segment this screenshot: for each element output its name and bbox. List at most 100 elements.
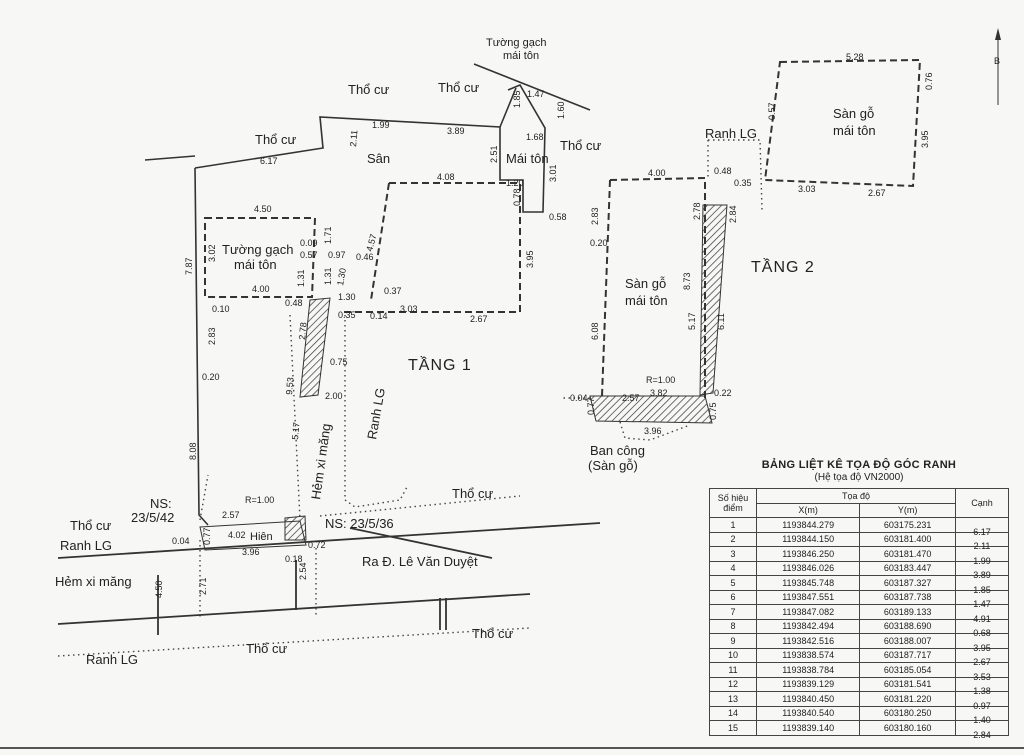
- label-tho-cu-4: Thổ cư: [560, 138, 602, 153]
- dim: 2.54: [298, 562, 308, 580]
- dim: 0.57: [767, 102, 777, 120]
- dim: 2.67: [868, 188, 886, 198]
- dim: 3.01: [548, 164, 558, 182]
- dim: 0.35: [734, 178, 752, 188]
- table-cell-y: 603180.250: [859, 705, 956, 721]
- table-cell-y: 603187.327: [859, 575, 956, 591]
- table-cell-x: 1193842.516: [755, 633, 861, 649]
- dim: 7.87: [184, 257, 194, 275]
- table-cell-x: 1193838.784: [755, 662, 861, 678]
- table-cell-edge: 2.84: [955, 720, 1009, 740]
- dim: 0.35: [338, 310, 356, 320]
- parcel-boundary: [144, 63, 591, 526]
- table-cell-id: 2: [709, 531, 757, 547]
- table-cell-edge: 1.99: [955, 546, 1009, 566]
- dim: 0.72: [308, 540, 326, 550]
- table-cell-y: 603189.133: [859, 604, 956, 620]
- table-cell-edge: 0.68: [955, 618, 1009, 638]
- table-cell-edge: 6.17: [955, 517, 1009, 537]
- label-tuong-gach: Tường gạch: [486, 37, 546, 49]
- label-tho-cu-1: Thổ cư: [348, 82, 390, 97]
- table-cell-edge: 0.97: [955, 691, 1009, 711]
- label-tho-cu-8: Thổ cư: [246, 641, 288, 656]
- dim: 2.57: [622, 393, 640, 403]
- label-ns-2: NS: 23/5/36: [325, 516, 394, 531]
- label-mai-ton: Mái tôn: [506, 151, 549, 166]
- dim: 0.97: [328, 250, 346, 260]
- table-cell-id: 14: [709, 705, 757, 721]
- label-mai-ton-inner: mái tôn: [234, 257, 277, 272]
- table-cell-y: 603183.447: [859, 560, 956, 576]
- label-san: Sân: [367, 151, 390, 166]
- dim: 5.28: [846, 52, 864, 62]
- alley-hatch: [199, 297, 331, 551]
- label-ham-xi-mang-vertical: Hẻm xi măng: [308, 422, 334, 500]
- dim: 1.85: [512, 90, 522, 108]
- dim: 1.30: [338, 292, 356, 302]
- table-cell-y: 603181.470: [859, 546, 956, 562]
- dim: 3.03: [798, 184, 816, 194]
- dim: 0.04: [172, 536, 190, 546]
- table-cell-edge: 1.85: [955, 575, 1009, 595]
- dim: 4.08: [437, 172, 455, 182]
- dim: 4.02: [228, 530, 246, 540]
- dim: 0.75: [330, 357, 348, 367]
- table-cell-x: 1193839.140: [755, 720, 861, 736]
- table-cell-x: 1193844.279: [755, 517, 861, 533]
- label-mai-ton-t2b: mái tôn: [625, 293, 668, 308]
- label-san-go-t2b: Sàn gỗ: [625, 276, 666, 291]
- dim: 0.09: [300, 238, 318, 248]
- dim: 3.95: [525, 250, 535, 268]
- table-cell-edge: 3.53: [955, 662, 1009, 682]
- dim: 0.37: [384, 286, 402, 296]
- table-cell-edge: 1.38: [955, 676, 1009, 696]
- table-cell-y: 603181.400: [859, 531, 956, 547]
- dim: 3.82: [650, 388, 668, 398]
- label-tho-cu-7: Thổ cư: [472, 626, 514, 641]
- dim: 2.67: [470, 314, 488, 324]
- dim: 1.68: [526, 132, 544, 142]
- dim: 4.00: [252, 284, 270, 294]
- table-cell-y: 603187.738: [859, 589, 956, 605]
- coord-table-subtitle: (Hệ tọa độ VN2000): [814, 472, 904, 483]
- dim: 5.17: [687, 312, 697, 330]
- dim: 2.51: [489, 145, 499, 163]
- table-cell-x: 1193838.574: [755, 647, 861, 663]
- label-ns-1: NS:: [150, 496, 172, 511]
- dim: 6.11: [716, 313, 726, 330]
- dim: 0.22: [714, 388, 732, 398]
- header-toa-do: Tọa độ: [756, 488, 956, 504]
- table-cell-x: 1193840.450: [755, 691, 861, 707]
- table-cell-x: 1193846.250: [755, 546, 861, 562]
- dim: 5.17: [290, 422, 301, 440]
- dim: 3.95: [920, 130, 930, 148]
- label-ra-duong: Ra Đ. Lê Văn Duyệt: [362, 554, 478, 569]
- floor2-outline: [601, 58, 922, 398]
- dim: 1.60: [556, 101, 566, 119]
- dim: 0.58: [549, 212, 567, 222]
- table-cell-x: 1193839.129: [755, 676, 861, 692]
- table-cell-edge: 2.11: [955, 531, 1009, 551]
- table-cell-id: 12: [709, 676, 757, 692]
- dim: 2.78: [692, 202, 702, 220]
- table-cell-id: 9: [709, 633, 757, 649]
- label-tho-cu-2: Thổ cư: [438, 80, 480, 95]
- dim: 3.96: [242, 547, 260, 557]
- label-ranh-lg-1: Ranh LG: [60, 538, 112, 553]
- dim: 6.08: [590, 322, 600, 340]
- dim: 0.76: [924, 72, 934, 90]
- table-cell-id: 7: [709, 604, 757, 620]
- floor2-dotted: [560, 139, 763, 441]
- dim: 3.03: [400, 304, 418, 314]
- table-cell-id: 6: [709, 589, 757, 605]
- table-cell-x: 1193844.150: [755, 531, 861, 547]
- edge-length: 2.84: [973, 729, 991, 740]
